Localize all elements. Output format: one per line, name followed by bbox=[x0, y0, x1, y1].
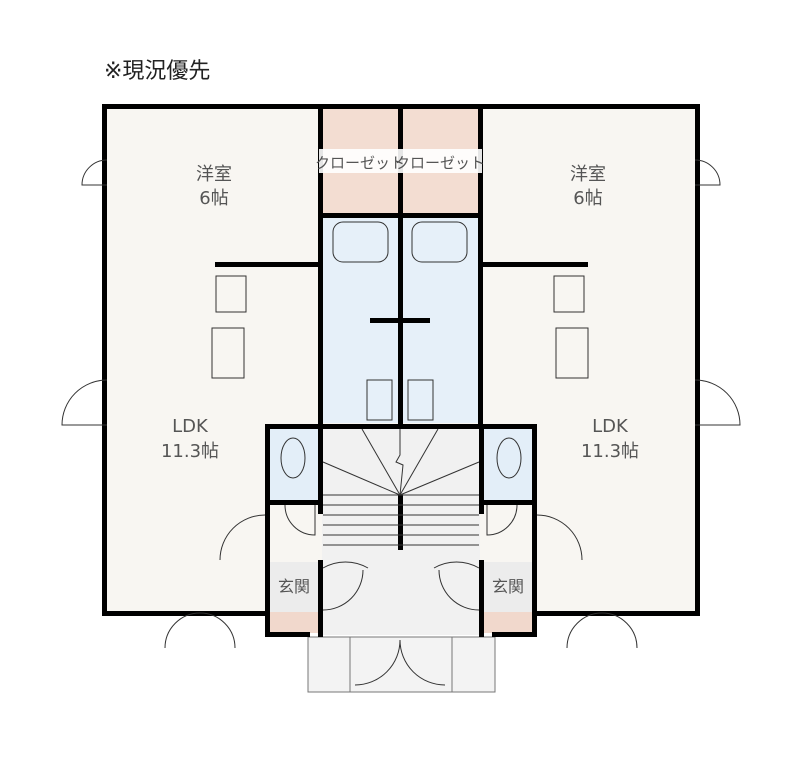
toilet-right-icon bbox=[496, 437, 522, 479]
fixtures bbox=[211, 221, 589, 479]
current-condition-note: ※現況優先 bbox=[104, 59, 211, 84]
room-labels: クローゼット クローゼット 洋室 6帖 洋室 6帖 LDK 11.3帖 LDK … bbox=[161, 149, 639, 596]
bathtub-right-icon bbox=[411, 221, 468, 263]
entry-porch bbox=[307, 636, 496, 693]
bedroom-right-size: 6帖 bbox=[573, 188, 602, 209]
washbasin-right-icon bbox=[407, 379, 434, 421]
washbasin-left-icon bbox=[366, 379, 393, 421]
sink-left-icon bbox=[211, 327, 245, 379]
stove-left-icon bbox=[215, 275, 247, 313]
ldk-right-size: 11.3帖 bbox=[581, 441, 639, 462]
entrance-left-label: 玄関 bbox=[278, 577, 310, 596]
ldk-right-name: LDK bbox=[592, 416, 629, 437]
bathtub-left-icon bbox=[332, 221, 389, 263]
bedroom-left-name: 洋室 bbox=[196, 164, 232, 185]
closet-left-label: クローゼット bbox=[315, 154, 405, 172]
toilet-right-floor bbox=[484, 428, 532, 503]
shoe-box-right bbox=[484, 612, 532, 633]
staircase bbox=[322, 428, 480, 546]
sink-right-icon bbox=[555, 327, 589, 379]
bedroom-left-size: 6帖 bbox=[199, 188, 228, 209]
shoe-box-left bbox=[270, 612, 318, 633]
entrance-right-floor bbox=[484, 562, 532, 612]
toilet-left-icon bbox=[280, 437, 306, 479]
toilet-left-floor bbox=[270, 428, 318, 503]
closet-right-label: クローゼット bbox=[395, 154, 485, 172]
entrance-left-floor bbox=[270, 562, 318, 612]
bedroom-right-name: 洋室 bbox=[570, 164, 606, 185]
ldk-left-size: 11.3帖 bbox=[161, 441, 219, 462]
doors bbox=[61, 159, 741, 686]
stove-right-icon bbox=[553, 275, 585, 313]
entrance-right-label: 玄関 bbox=[492, 577, 524, 596]
ldk-left-name: LDK bbox=[172, 416, 209, 437]
walls bbox=[102, 104, 700, 637]
